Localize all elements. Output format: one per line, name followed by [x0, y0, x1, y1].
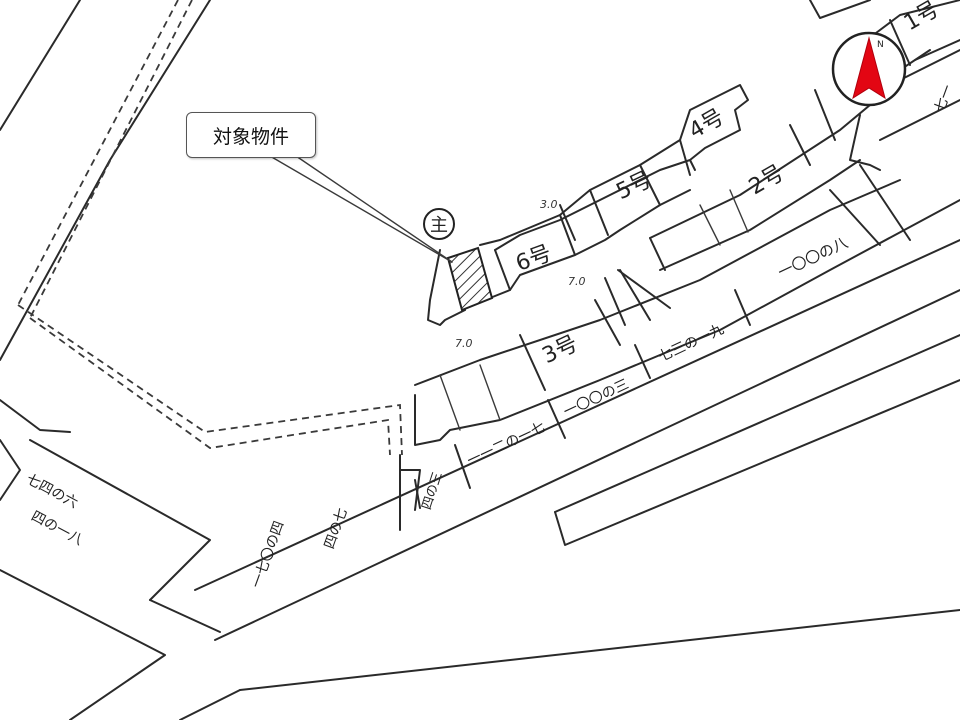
width-label-1: 3.0	[540, 198, 558, 211]
callout-label: 対象物件	[212, 125, 289, 148]
target-property	[446, 246, 494, 312]
parcel-outlines-top-left	[0, 0, 403, 456]
house-label-3: 3号	[539, 331, 582, 369]
svg-text:N: N	[877, 40, 884, 50]
width-label-3: 7.0	[455, 337, 473, 350]
circle-mark: 主	[423, 208, 455, 240]
lot-label-9: 四の一八	[28, 508, 85, 548]
lot-label-6: 一七〇の四	[249, 519, 288, 590]
parcel-outlines-right	[399, 0, 960, 511]
width-label-2: 7.0	[568, 275, 586, 288]
house-label-5: 5号	[613, 167, 656, 205]
roads	[0, 239, 960, 720]
north-compass-icon: N	[831, 31, 907, 107]
lot-label-4: 一一二の一七	[465, 419, 548, 469]
lot-label-3: 一〇〇の三	[561, 376, 631, 420]
lot-label-5: 四の三	[420, 470, 446, 512]
svg-text:主: 主	[430, 215, 448, 236]
lot-label-8: 七四の六	[23, 471, 80, 511]
lot-label-10: 七一	[932, 83, 957, 115]
lot-label-1: 一〇〇の八	[775, 233, 851, 281]
house-label-6: 6号	[513, 241, 555, 277]
lot-label-7: 四の七	[322, 506, 351, 551]
callout-leader	[269, 155, 453, 263]
building-block-houses-456	[427, 84, 749, 326]
lot-label-2: 七三の一九	[656, 321, 726, 365]
target-property-callout: 対象物件	[186, 112, 316, 158]
